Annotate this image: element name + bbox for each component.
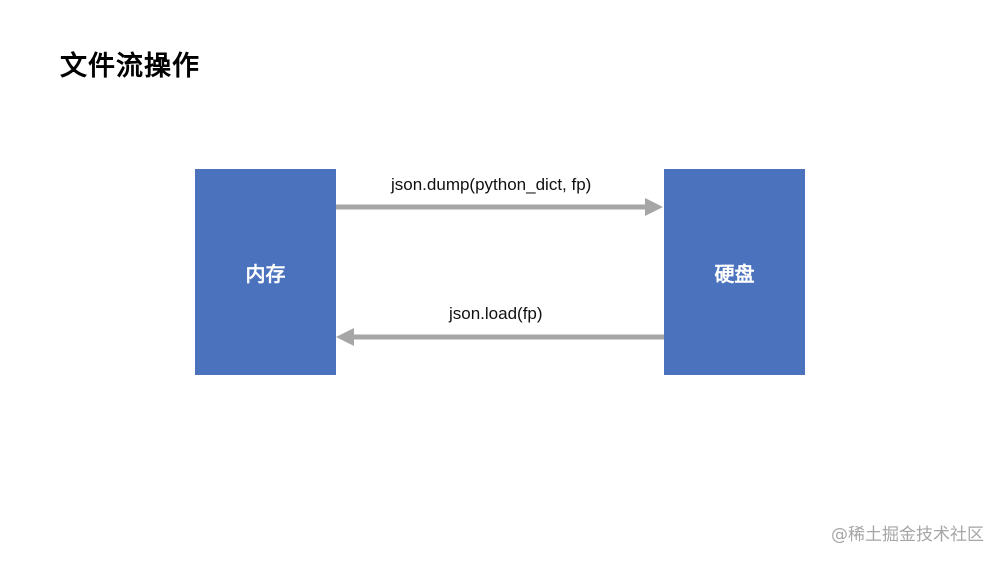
dump-arrow — [336, 198, 663, 216]
memory-node: 内存 — [195, 169, 336, 375]
page-title: 文件流操作 — [60, 51, 200, 82]
load-edge-label: json.load(fp) — [449, 304, 543, 323]
dump-edge-label: json.dump(python_dict, fp) — [391, 175, 592, 194]
disk-node-label: 硬盘 — [714, 261, 755, 286]
watermark: @稀土掘金技术社区 — [831, 525, 984, 545]
load-arrow-head — [336, 328, 354, 346]
dump-arrow-head — [645, 198, 663, 216]
memory-node-label: 内存 — [245, 261, 286, 286]
load-arrow — [336, 328, 664, 346]
disk-node: 硬盘 — [664, 169, 805, 375]
